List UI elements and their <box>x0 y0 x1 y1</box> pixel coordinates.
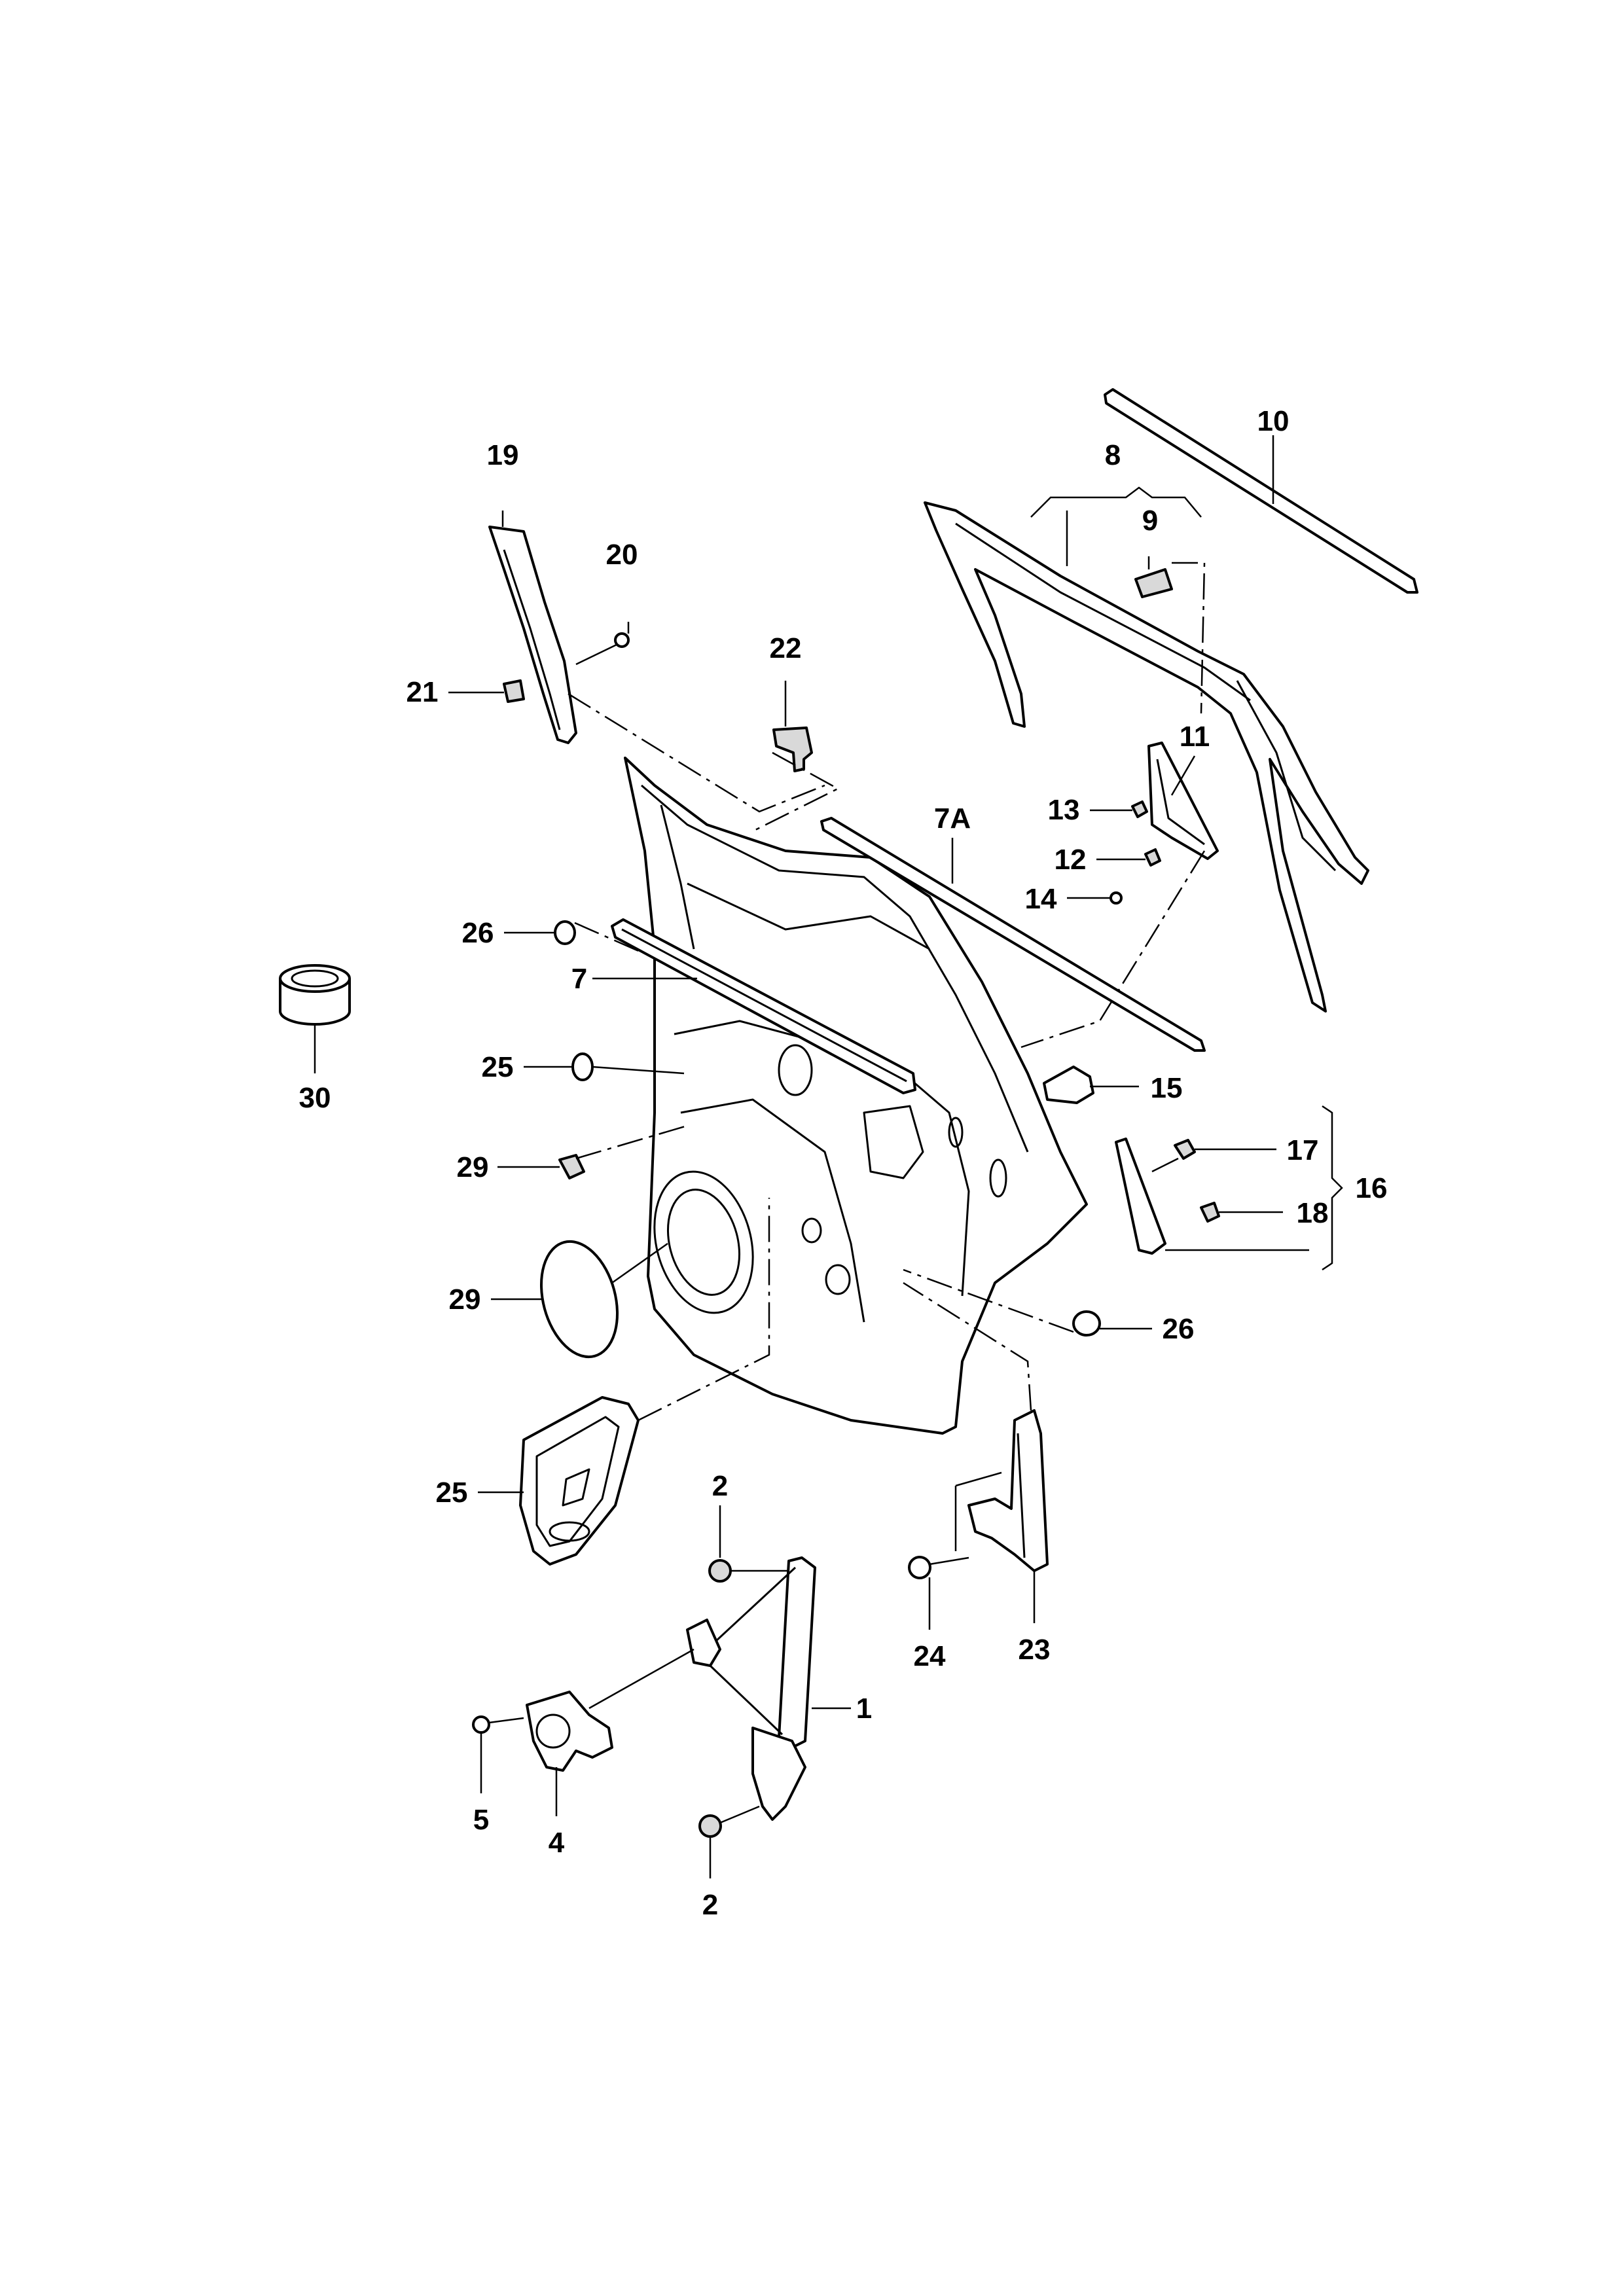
callout-8: 10 <box>1257 405 1290 437</box>
part-1-window-regulator <box>472 1505 851 1878</box>
callout-labels: 10 19 8 20 9 22 21 11 13 7A 12 14 26 7 2… <box>299 405 1388 1921</box>
part-29-speaker-grille <box>491 1240 668 1359</box>
callout-5: 7 <box>571 963 587 995</box>
callout-29: 29 <box>449 1283 481 1316</box>
part-9-corner-trim <box>1020 742 1219 1049</box>
callout-17: 19 <box>487 439 519 471</box>
part-7-window-frame <box>924 388 1418 1013</box>
part-20-clip <box>752 681 840 833</box>
callout-26: 26 <box>1163 1313 1195 1345</box>
callout-21: 23 <box>1019 1634 1051 1666</box>
callout-2-top: 2 <box>712 1470 728 1502</box>
part-13-handle <box>1043 1066 1139 1104</box>
callout-16: 18 <box>1297 1197 1329 1229</box>
callout-3: 4 <box>549 1827 565 1859</box>
small-grommets <box>497 920 688 1179</box>
callout-4: 5 <box>473 1804 489 1836</box>
callout-7A: 9 <box>1142 505 1158 537</box>
callout-10: 12 <box>1055 844 1087 876</box>
callout-6: 7A <box>934 802 971 834</box>
part-14-trim-group <box>1115 1105 1343 1271</box>
callout-12: 14 <box>1025 883 1057 915</box>
callout-22: 24 <box>914 1640 946 1672</box>
callout-2-bottom: 2 <box>702 1889 718 1921</box>
callout-18: 20 <box>606 539 638 571</box>
callout-20: 22 <box>770 632 802 664</box>
callout-15: 17 <box>1287 1134 1319 1166</box>
callout-1: 1 <box>856 1693 872 1725</box>
callout-19: 21 <box>406 676 439 708</box>
part-17-trim <box>448 511 825 813</box>
callout-24: 26 <box>462 917 494 949</box>
part-21-bracket <box>903 1282 1049 1630</box>
part-5-belt-strip <box>592 918 916 1094</box>
callout-9: 11 <box>1180 721 1210 753</box>
part-26-grommet <box>903 1268 1152 1336</box>
part-30-tape-roll <box>279 964 351 1073</box>
callout-13: 15 <box>1151 1072 1183 1104</box>
part-23-cover-panel <box>478 1198 770 1566</box>
callout-27: 29 <box>457 1151 489 1183</box>
door-inner-panel <box>624 757 1088 1435</box>
part-6-belt-strip <box>820 817 1206 1052</box>
callout-11: 13 <box>1048 794 1080 826</box>
callout-23: 25 <box>436 1477 468 1509</box>
callout-7: 8 <box>1105 439 1121 471</box>
callout-14: 16 <box>1356 1172 1388 1204</box>
callout-25: 25 <box>482 1051 514 1083</box>
callout-30: 30 <box>299 1082 331 1114</box>
